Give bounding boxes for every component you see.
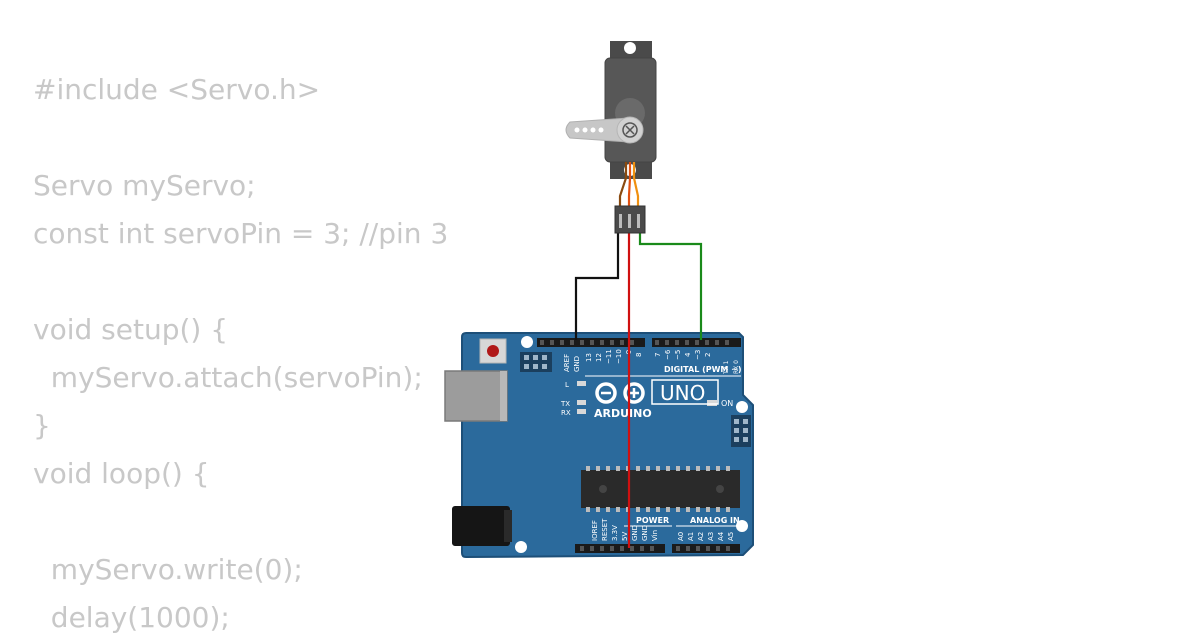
servo-horn-arm	[565, 117, 629, 143]
pin-label: 7	[654, 353, 662, 357]
connector-pin	[637, 214, 640, 228]
mount-hole	[515, 541, 527, 553]
code-line: const int servoPin = 3; //pin 3	[33, 217, 449, 250]
pin-label: 5V	[621, 532, 629, 541]
pin-label: A1	[687, 532, 695, 541]
led-rx-label: RX	[561, 409, 571, 417]
pin-label: RX 0	[733, 360, 740, 374]
brand-label: ARDUINO	[594, 407, 652, 420]
code-line: myServo.attach(servoPin);	[33, 361, 423, 394]
code-line: }	[33, 409, 51, 442]
servo-screw-icon	[622, 122, 638, 138]
servo-screw-slot	[625, 125, 635, 135]
reset-button[interactable]	[479, 338, 507, 364]
pin-label: 8	[635, 353, 643, 357]
pin-label: AREF	[563, 354, 571, 372]
pin-label: A0	[677, 532, 685, 541]
servo-cable-orange	[632, 162, 640, 208]
servo-horn-hole	[598, 127, 604, 133]
ground-wire	[574, 232, 620, 340]
digital-header	[537, 338, 741, 347]
signal-wire	[638, 232, 703, 340]
led-tx-label: TX	[560, 400, 570, 408]
model-label: UNO	[660, 381, 705, 405]
pin-label: 13	[585, 353, 593, 362]
code-editor[interactable]: #include <Servo.h> Servo myServo; const in…	[33, 66, 448, 642]
microcontroller-chip	[581, 466, 740, 512]
pin-label: ~5	[674, 350, 682, 360]
pin-label: GND	[631, 525, 639, 541]
mount-hole	[521, 336, 533, 348]
servo-tab-hole	[624, 42, 636, 54]
pin-label: Vin	[651, 530, 659, 541]
servo-motor[interactable]	[565, 41, 657, 234]
led-on-label: ON	[721, 399, 733, 408]
connector-pin	[619, 214, 622, 228]
analog-label: ANALOG IN	[690, 516, 740, 525]
arduino-board[interactable]: AREF GND 13 12 ~11 ~10 ~9 8 7 ~6 ~5 4 ~3…	[444, 332, 754, 559]
servo-cable-red	[627, 162, 632, 208]
servo-horn-hole	[590, 127, 596, 133]
pin-label: ~3	[694, 350, 702, 360]
code-line: void loop() {	[33, 457, 210, 490]
icsp-header	[731, 415, 751, 447]
pin-label: ~11	[605, 349, 613, 364]
analog-header	[672, 544, 740, 553]
servo-cable-brown	[618, 162, 628, 208]
servo-horn-hole	[574, 127, 580, 133]
pin-label: IOREF	[591, 520, 599, 541]
pin-label: GND	[641, 525, 649, 541]
pin-label: 3.3V	[611, 525, 619, 541]
icsp-header	[520, 352, 552, 372]
usb-connector	[444, 370, 508, 422]
pin-label: A5	[727, 532, 735, 541]
connector-pin	[628, 214, 631, 228]
pin-label: TX 1	[723, 360, 730, 375]
pin-label: RESET	[601, 518, 609, 541]
status-leds: L TX RX ON	[560, 381, 733, 417]
power-pin-labels: IOREF RESET 3.3V 5V GND GND Vin	[591, 518, 659, 541]
analog-pin-labels: A0 A1 A2 A3 A4 A5	[677, 531, 735, 541]
pin-label: 4	[684, 352, 692, 357]
pin-label: GND	[573, 356, 581, 372]
power-header	[575, 544, 665, 553]
code-line: #include <Servo.h>	[33, 73, 321, 106]
arduino-logo-icon	[595, 382, 645, 404]
pin-label: ~6	[664, 349, 672, 360]
pin-label: A3	[707, 532, 715, 541]
pin-label: 12	[595, 353, 603, 362]
power-jack	[452, 506, 512, 546]
digital-label: DIGITAL (PWM ~)	[664, 365, 742, 374]
power-label: POWER	[636, 516, 669, 525]
pin-label: ~10	[615, 349, 623, 364]
servo-horn-hole	[582, 127, 588, 133]
code-line: void setup() {	[33, 313, 229, 346]
pin-label: A4	[717, 531, 725, 541]
code-line: Servo myServo;	[33, 169, 256, 202]
model-badge	[651, 379, 719, 405]
pin-label: 2	[704, 353, 712, 357]
pin-label: A2	[697, 532, 705, 541]
code-line: delay(1000);	[33, 601, 230, 634]
mount-hole	[736, 401, 748, 413]
led-l-label: L	[565, 381, 569, 389]
code-line: myServo.write(0);	[33, 553, 303, 586]
